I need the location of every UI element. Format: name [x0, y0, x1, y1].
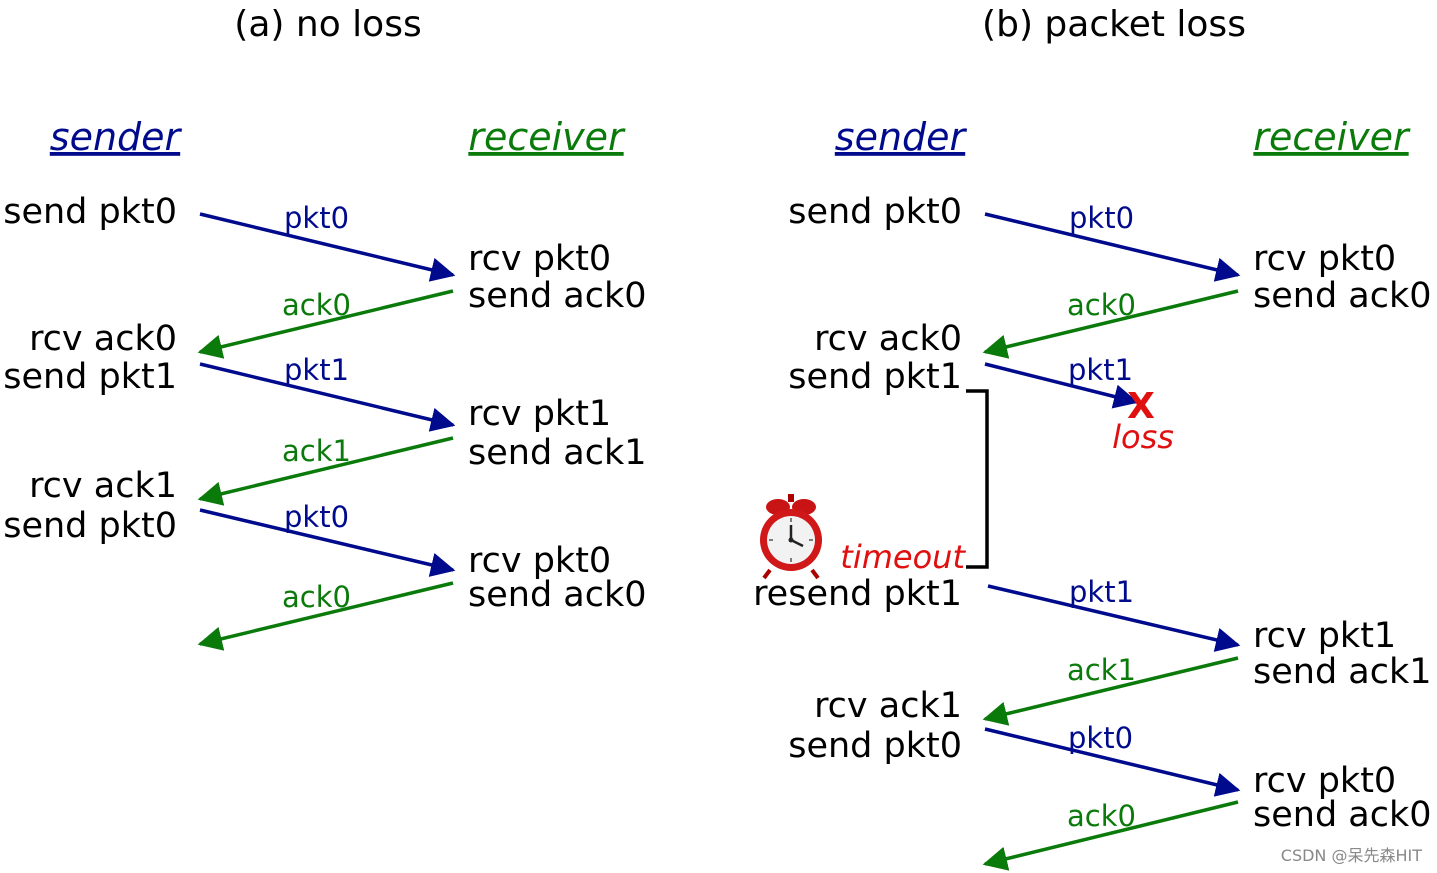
b-sender-event-5: rcv ack1 — [814, 686, 962, 726]
b-pkt0-second-arrow — [984, 727, 1241, 797]
b-ack0-second-arrow — [982, 800, 1239, 871]
b-pkt0-arrow — [984, 212, 1241, 282]
b-pkt1-lost-arrow — [984, 362, 1139, 409]
panel-a-receiver-header: receiver — [468, 115, 626, 159]
panel-a-title: (a) no loss — [234, 4, 421, 45]
panel-b-title: (b) packet loss — [982, 4, 1246, 45]
b-ack1-arrow — [982, 656, 1239, 726]
panel-b-receiver-header: receiver — [1253, 115, 1411, 159]
b-receiver-event-4: send ack1 — [1253, 652, 1432, 692]
panel-b-sender-header: sender — [835, 115, 968, 159]
a-msg-label-4: ack1 — [282, 434, 351, 468]
a-receiver-event-3: rcv pkt1 — [468, 394, 611, 434]
a-pkt0-arrow — [199, 212, 456, 282]
b-msg-label-7: ack0 — [1067, 799, 1136, 833]
a-sender-event-2: rcv ack0 — [29, 319, 177, 359]
b-receiver-event-6: send ack0 — [1253, 795, 1432, 835]
loss-x-mark: X — [1127, 386, 1155, 427]
a-sender-event-3: send pkt1 — [3, 357, 177, 397]
b-pkt1-resend-arrow — [987, 584, 1241, 652]
a-msg-label-2: ack0 — [282, 288, 351, 322]
a-receiver-event-1: rcv pkt0 — [468, 239, 611, 279]
b-msg-label-1: pkt0 — [1069, 201, 1134, 235]
alarm-clock-icon — [760, 494, 822, 580]
a-msg-label-1: pkt0 — [284, 201, 349, 235]
a-sender-event-5: send pkt0 — [3, 506, 177, 546]
a-msg-label-6: ack0 — [282, 580, 351, 614]
b-sender-event-2: rcv ack0 — [814, 319, 962, 359]
b-sender-event-1: send pkt0 — [788, 192, 962, 232]
b-receiver-event-5: rcv pkt0 — [1253, 761, 1396, 801]
timeout-bracket — [966, 389, 989, 569]
b-receiver-event-2: send ack0 — [1253, 276, 1432, 316]
timeout-label: timeout — [840, 538, 966, 576]
b-msg-label-6: pkt0 — [1068, 721, 1133, 755]
watermark: CSDN @呆先森HIT — [1281, 846, 1422, 865]
a-msg-label-3: pkt1 — [284, 353, 349, 387]
b-sender-event-4: resend pkt1 — [753, 574, 962, 614]
a-receiver-event-5: rcv pkt0 — [468, 541, 611, 581]
b-msg-label-5: ack1 — [1067, 653, 1136, 687]
a-sender-event-1: send pkt0 — [3, 192, 177, 232]
b-sender-event-6: send pkt0 — [788, 726, 962, 766]
a-ack1-arrow — [197, 436, 454, 506]
b-receiver-event-3: rcv pkt1 — [1253, 616, 1396, 656]
a-receiver-event-6: send ack0 — [468, 575, 647, 615]
b-ack0-arrow — [982, 289, 1239, 359]
b-msg-label-2: ack0 — [1067, 288, 1136, 322]
a-msg-label-5: pkt0 — [284, 500, 349, 534]
loss-label: loss — [1112, 418, 1174, 456]
a-receiver-event-4: send ack1 — [468, 433, 647, 473]
a-sender-event-4: rcv ack1 — [29, 466, 177, 506]
a-receiver-event-2: send ack0 — [468, 276, 647, 316]
panel-a-sender-header: sender — [50, 115, 183, 159]
a-pkt1-arrow — [199, 362, 456, 432]
a-pkt0-second-arrow — [199, 508, 456, 577]
b-msg-label-3: pkt1 — [1068, 353, 1133, 387]
a-ack0-arrow — [197, 289, 454, 359]
a-ack0-second-arrow — [197, 581, 454, 651]
b-msg-label-4: pkt1 — [1069, 575, 1134, 609]
b-sender-event-3: send pkt1 — [788, 357, 962, 397]
b-receiver-event-1: rcv pkt0 — [1253, 239, 1396, 279]
